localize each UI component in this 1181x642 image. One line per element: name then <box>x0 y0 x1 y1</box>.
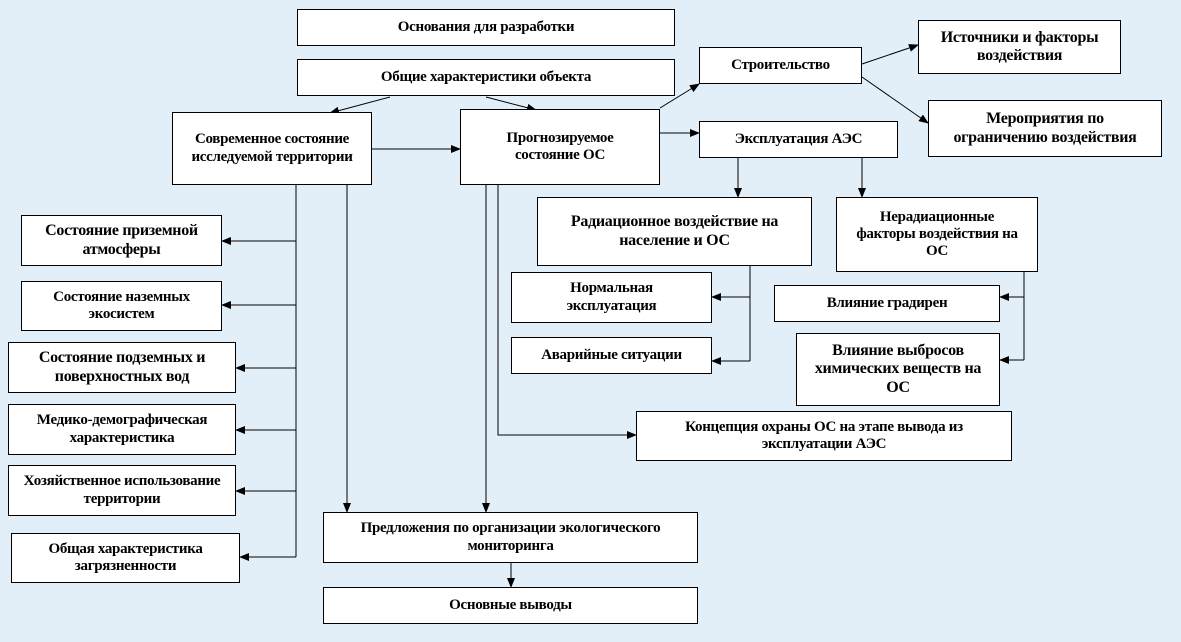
arrow-general-to-forecast <box>485 96 537 112</box>
node-waters: Состояние подземных и поверхностных вод <box>8 342 236 393</box>
node-emergency: Аварийные ситуации <box>511 337 712 374</box>
node-cooling: Влияние градирен <box>774 285 1000 322</box>
node-proposals: Предложения по организации экологическог… <box>323 512 698 563</box>
node-concept: Концепция охраны ОС на этапе вывода из э… <box>636 411 1012 461</box>
node-operation: Эксплуатация АЭС <box>699 121 898 158</box>
node-measures: Мероприятия по ограничению воздействия <box>928 100 1162 157</box>
node-chemical: Влияние выбросов химических веществ на О… <box>796 333 1000 406</box>
node-atmosphere: Состояние приземной атмосферы <box>21 215 222 266</box>
node-construction: Строительство <box>699 47 862 84</box>
node-economic: Хозяйственное использование территории <box>8 465 236 516</box>
arrow-forecast-to-construction <box>659 83 700 109</box>
node-sources: Источники и факторы воздействия <box>918 20 1121 74</box>
node-medical: Медико-демографическая характеристика <box>8 404 236 455</box>
node-normal: Нормальная эксплуатация <box>511 272 712 323</box>
node-ecosystems: Состояние наземных экосистем <box>21 281 222 331</box>
node-basis: Основания для разработки <box>297 9 675 46</box>
node-forecast: Прогнозируемое состояние ОС <box>460 109 660 185</box>
arrow-forecast-to-concept <box>497 185 637 439</box>
arrow-construction-to-measures <box>861 76 929 124</box>
node-general: Общие характеристики объекта <box>297 59 675 96</box>
arrow-general-to-current <box>329 96 391 115</box>
node-radiation: Радиационное воздействие на население и … <box>537 197 812 266</box>
arrow-construction-to-sources <box>861 44 919 65</box>
node-conclusions: Основные выводы <box>323 587 698 624</box>
node-nonradiation: Нерадиационные факторы воздействия на ОС <box>836 197 1038 272</box>
node-current-state: Современное состояние исследуемой террит… <box>172 112 372 185</box>
node-pollution: Общая характеристика загрязненности <box>11 533 240 583</box>
